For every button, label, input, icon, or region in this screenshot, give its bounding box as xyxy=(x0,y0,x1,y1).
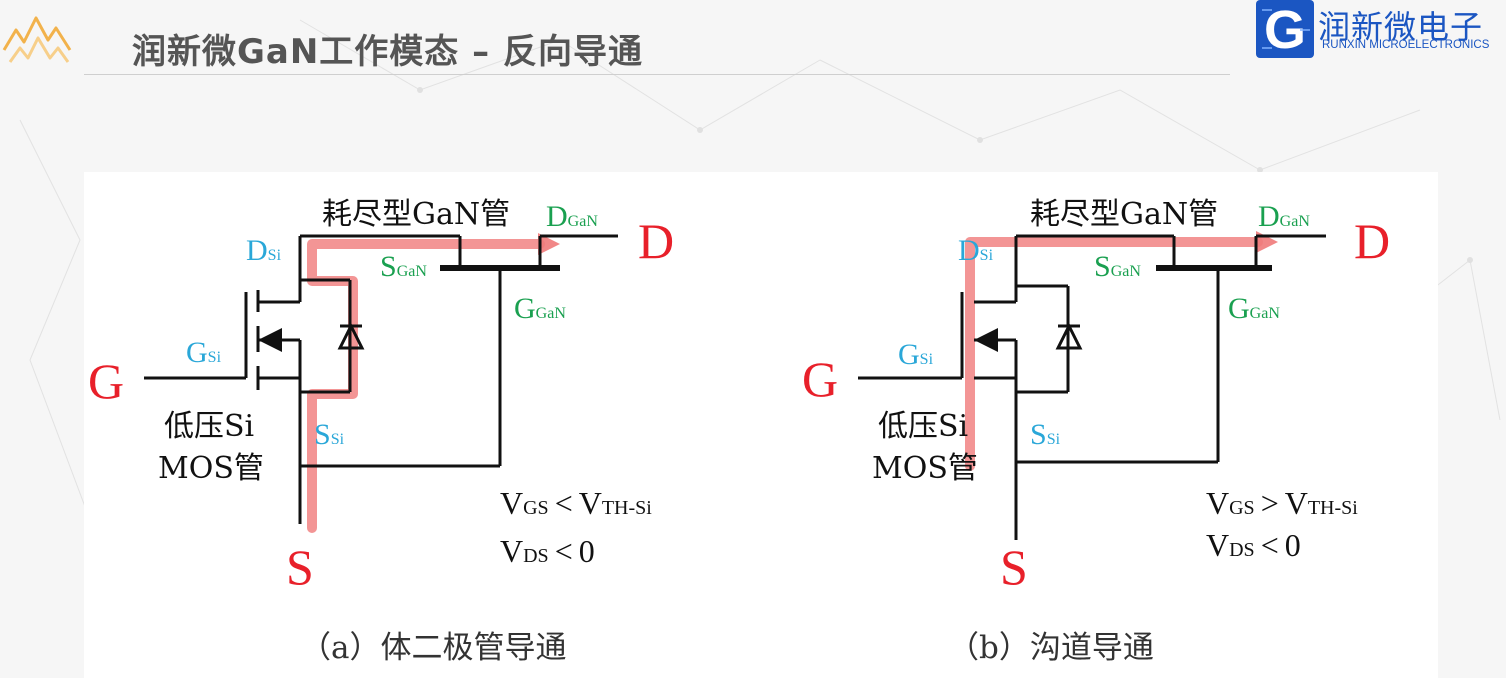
condition-vds-a: VDS<0 xyxy=(500,533,595,569)
body-diode-icon-a xyxy=(337,322,365,350)
current-arrow-a xyxy=(538,233,560,255)
condition-vgs-a: VGS<VTH-Si xyxy=(500,485,652,521)
mos-body-arrow-b xyxy=(974,328,998,352)
mos-label-line2-a: MOS管 xyxy=(158,451,264,486)
gan-device-label-b: 耗尽型GaN管 xyxy=(1030,197,1218,232)
body-diode-icon-b xyxy=(1055,322,1083,350)
company-logo-icon: G xyxy=(1256,0,1314,58)
current-arrow-b xyxy=(1256,231,1278,253)
s-si-label-a: SSi xyxy=(314,418,345,451)
terminal-d-a: D xyxy=(638,213,674,269)
s-gan-label-a: SGaN xyxy=(380,250,427,283)
terminal-s-a: S xyxy=(286,539,314,595)
d-gan-label-a: DGaN xyxy=(546,200,598,233)
current-path-b xyxy=(965,237,1263,471)
gan-device-label-a: 耗尽型GaN管 xyxy=(322,197,510,232)
g-si-label-b: GSi xyxy=(898,338,934,371)
d-gan-label-b: DGaN xyxy=(1258,200,1310,233)
caption-b: （b）沟道导通 xyxy=(948,630,1154,666)
g-gan-label-a: GGaN xyxy=(514,292,566,325)
condition-vds-b: VDS<0 xyxy=(1206,527,1301,563)
g-si-label-a: GSi xyxy=(186,336,222,369)
logo-english-name: RUNXIN MICROELECTRONICS xyxy=(1322,39,1490,51)
current-path-a xyxy=(307,239,545,533)
terminal-d-b: D xyxy=(1354,213,1390,269)
decorative-mountain-icon xyxy=(2,16,72,63)
s-gan-label-b: SGaN xyxy=(1094,250,1141,283)
mos-label-line2-b: MOS管 xyxy=(872,451,978,486)
logo-chinese-name: 润新微电子 xyxy=(1318,8,1484,46)
mos-label-line1-a: 低压Si xyxy=(164,409,254,444)
page-title: 润新微GaN工作模态 – 反向导通 xyxy=(132,32,643,72)
d-si-label-a: DSi xyxy=(246,234,282,267)
condition-vgs-b: VGS>VTH-Si xyxy=(1206,485,1358,521)
terminal-g-a: G xyxy=(88,353,124,409)
terminal-s-b: S xyxy=(1000,539,1028,595)
g-gan-label-b: GGaN xyxy=(1228,292,1280,325)
s-si-label-b: SSi xyxy=(1030,418,1061,451)
circuit-wires-b xyxy=(858,234,1326,540)
d-si-label-b: DSi xyxy=(958,234,994,267)
circuit-wires-a xyxy=(144,234,618,524)
mos-body-arrow-a xyxy=(258,328,282,352)
caption-a: （a）体二极管导通 xyxy=(300,630,567,666)
header-divider xyxy=(84,74,1230,75)
terminal-g-b: G xyxy=(802,351,838,407)
mos-label-line1-b: 低压Si xyxy=(878,409,968,444)
